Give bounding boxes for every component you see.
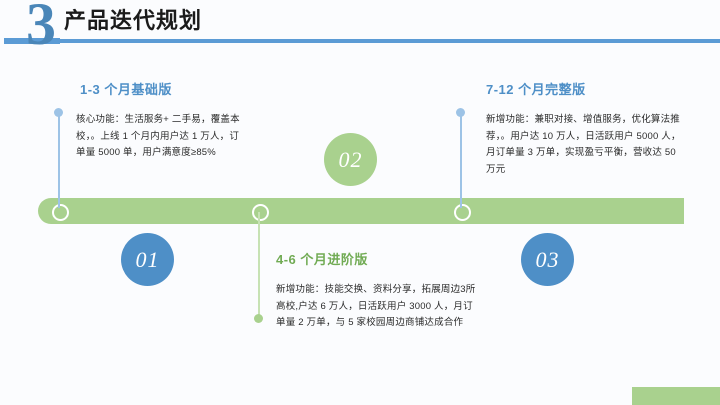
phase-marker-01: 01 <box>121 233 174 286</box>
connector-dot-1-icon <box>54 108 63 117</box>
timeline-node-1-icon <box>52 204 69 221</box>
phase-marker-03-label: 03 <box>535 246 560 272</box>
connector-line-1 <box>58 116 60 208</box>
phase-2-body: 新增功能：技能交换、资料分享，拓展周边3所高校,户达 6 万人，日活跃用户 30… <box>276 283 476 329</box>
phase-marker-01-label: 01 <box>135 246 160 272</box>
phase-marker-03: 03 <box>521 233 574 286</box>
connector-line-2 <box>258 212 260 318</box>
phase-3-title: 7-12 个月完整版 <box>486 82 586 97</box>
phase-marker-02-label: 02 <box>338 146 363 172</box>
connector-dot-2-icon <box>254 314 263 323</box>
timeline-node-2-icon <box>252 204 269 221</box>
phase-block-2: 4-6 个月进阶版 新增功能：技能交换、资料分享，拓展周边3所高校,户达 6 万… <box>276 252 481 332</box>
phase-2-title: 4-6 个月进阶版 <box>276 252 368 267</box>
section-number: 3 <box>26 0 56 57</box>
bottom-right-accent <box>632 387 720 405</box>
phase-1-body: 核心功能：生活服务+ 二手易，覆盖本校，。上线 1 个月内用户达 1 万人，订单… <box>76 113 240 159</box>
phase-marker-02: 02 <box>324 133 377 186</box>
connector-dot-3-icon <box>456 108 465 117</box>
connector-line-3 <box>460 116 462 208</box>
phase-block-3: 7-12 个月完整版 新增功能：兼职对接、增值服务，优化算法推荐，。用户达 10… <box>486 82 686 179</box>
timeline-node-3-icon <box>454 204 471 221</box>
timeline-bar <box>38 198 684 224</box>
header-rule-short <box>4 38 60 44</box>
phase-1-title: 1-3 个月基础版 <box>80 82 172 97</box>
page-title: 产品迭代规划 <box>64 8 203 33</box>
header-rule-long <box>4 39 720 43</box>
phase-block-1: 1-3 个月基础版 核心功能：生活服务+ 二手易，覆盖本校，。上线 1 个月内用… <box>76 82 241 162</box>
phase-3-body: 新增功能：兼职对接、增值服务，优化算法推荐，。用户达 10 万人，日活跃用户 5… <box>486 113 681 176</box>
